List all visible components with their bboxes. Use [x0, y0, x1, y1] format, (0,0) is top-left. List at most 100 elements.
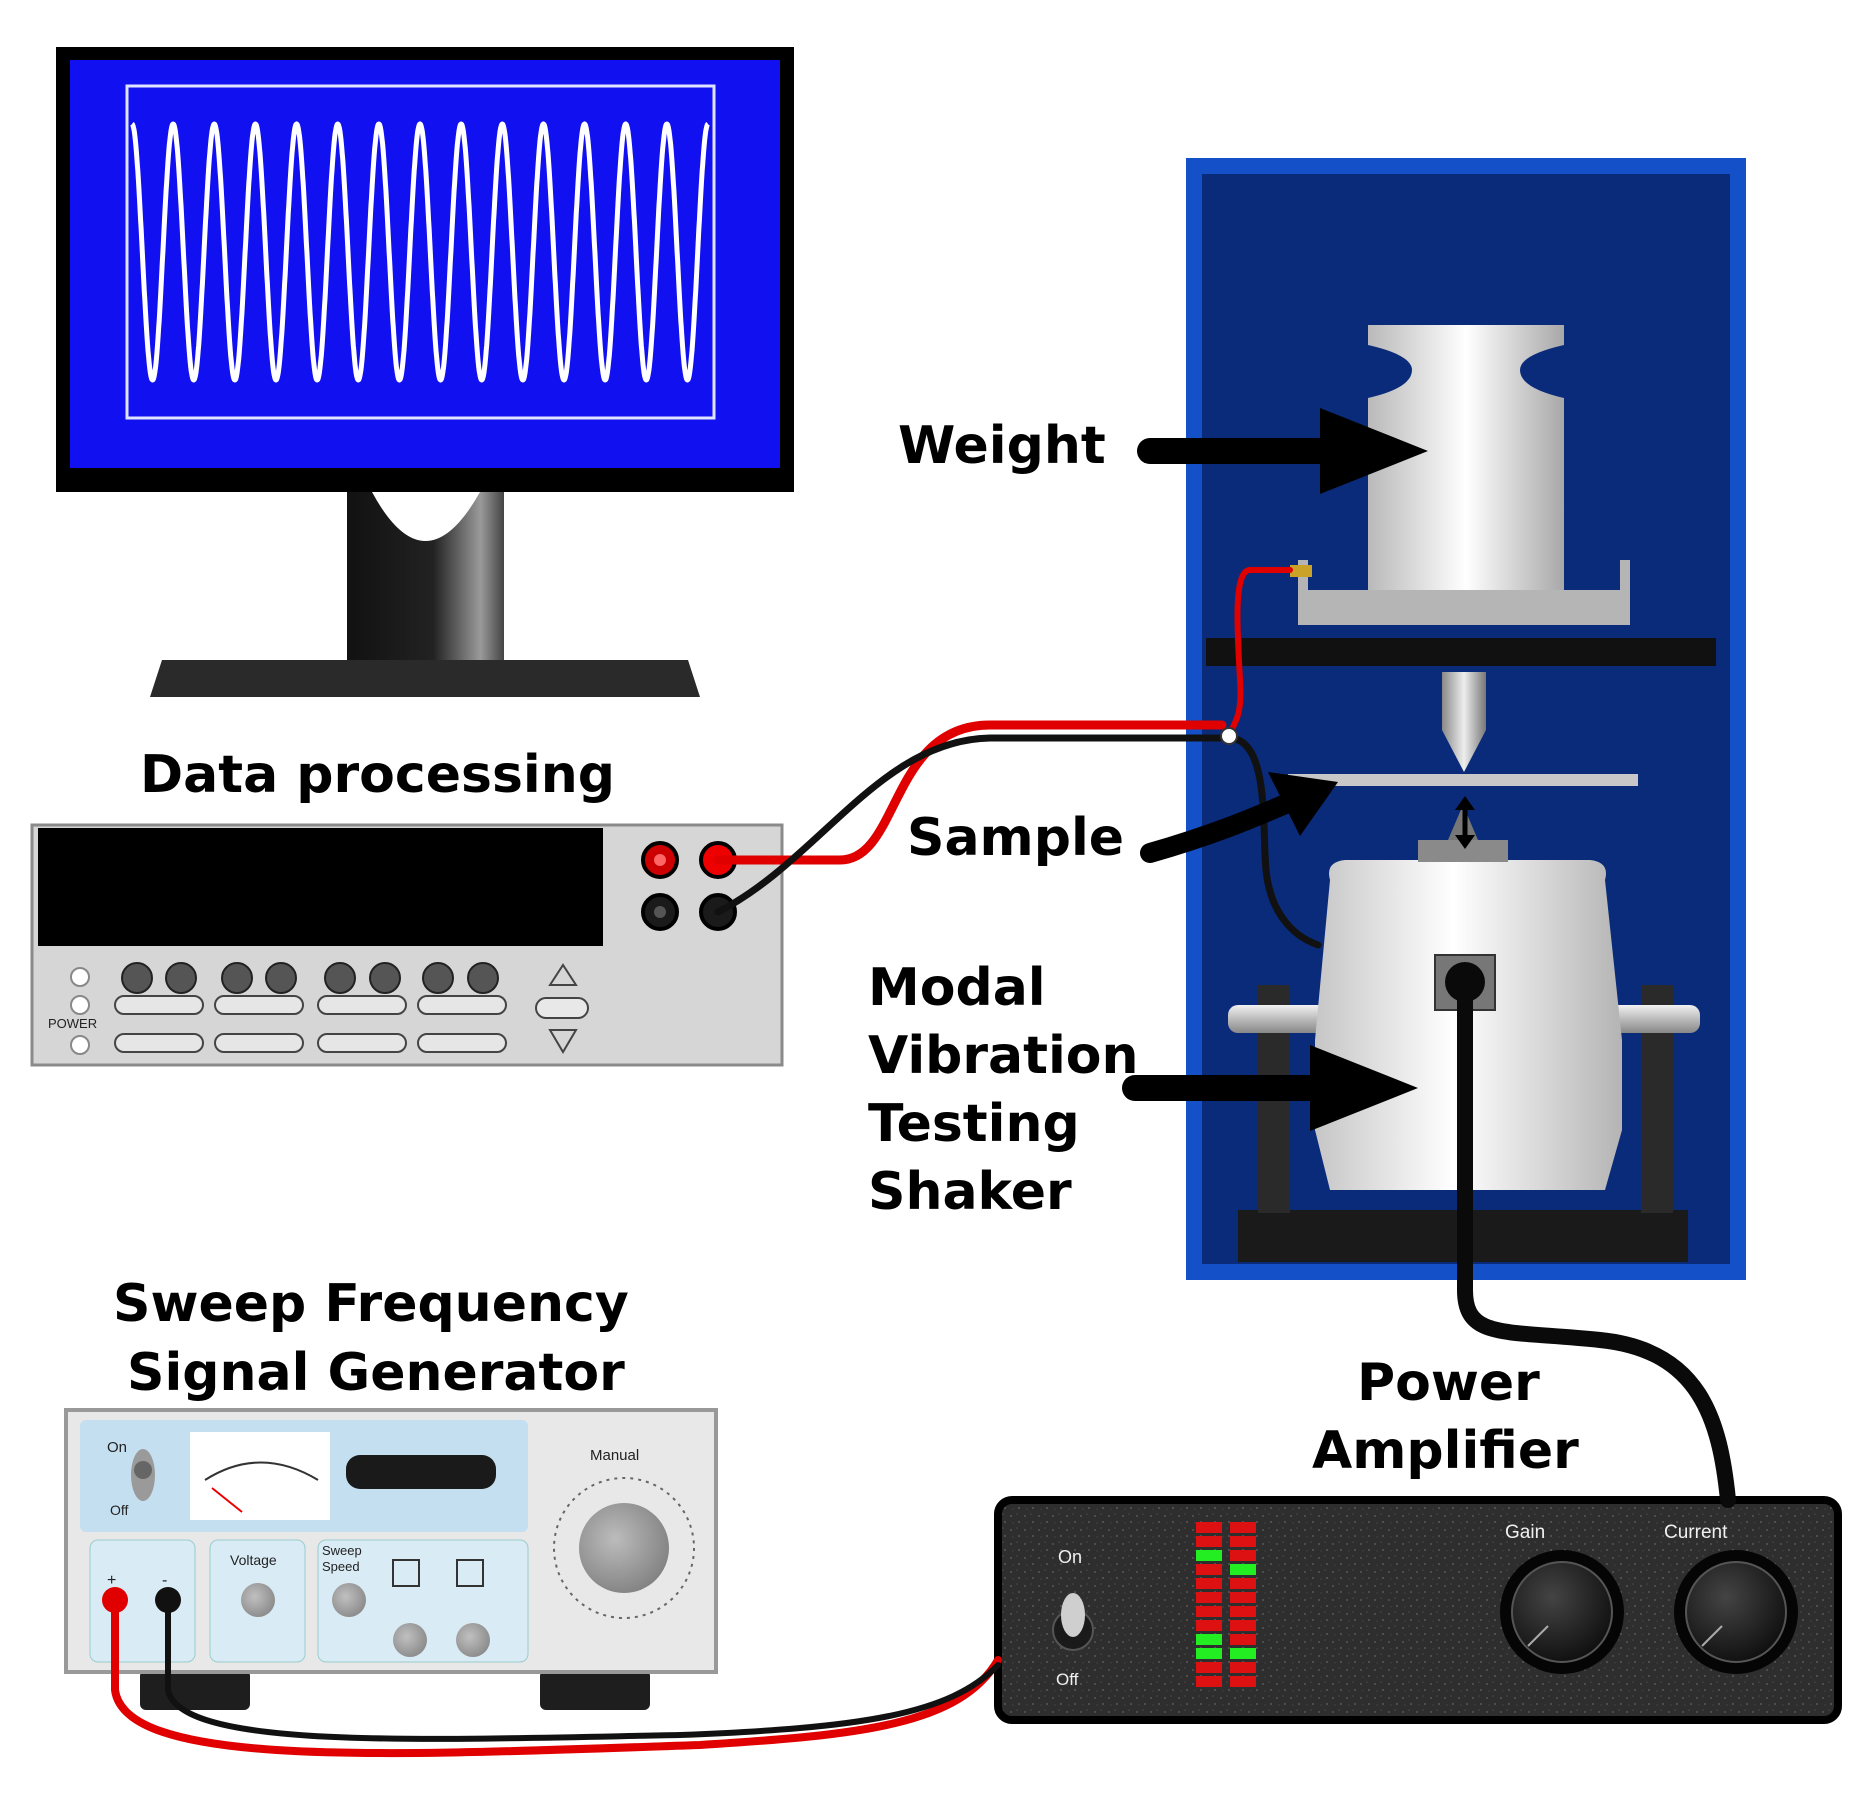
- current-label: Current: [1664, 1522, 1728, 1543]
- led-segment: [1196, 1536, 1222, 1547]
- monitor-base: [150, 660, 700, 697]
- led-segment: [1230, 1648, 1256, 1659]
- weight: [1368, 325, 1564, 590]
- frequency-display: [346, 1455, 496, 1489]
- generator-minus-terminal: [155, 1587, 181, 1613]
- amplifier-on-label: On: [1058, 1547, 1082, 1567]
- led-segment: [1196, 1522, 1222, 1533]
- multimeter-button[interactable]: [165, 962, 197, 994]
- generator-foot-left: [140, 1670, 250, 1710]
- generator-foot-right: [540, 1670, 650, 1710]
- amplifier-label-line1: Power: [1357, 1353, 1540, 1413]
- led-segment: [1196, 1620, 1222, 1631]
- sweep-knob-2[interactable]: [393, 1623, 427, 1657]
- manual-dial-ring: [553, 1477, 695, 1619]
- multimeter-button[interactable]: [121, 962, 153, 994]
- shaker-label-line3: Testing: [868, 1094, 1080, 1154]
- generator-red-lead: [111, 1599, 1002, 1758]
- led-segment: [1230, 1522, 1256, 1533]
- accelerometer: [1290, 565, 1312, 577]
- amplifier-off-label: Off: [1056, 1670, 1079, 1689]
- multimeter-button[interactable]: [221, 962, 253, 994]
- multimeter-button[interactable]: [265, 962, 297, 994]
- black-signal-cable: [714, 734, 1322, 949]
- led-segment: [1196, 1592, 1222, 1603]
- generator-off-label: Off: [110, 1502, 129, 1518]
- red-signal-cable: [713, 720, 1227, 865]
- multimeter-button[interactable]: [422, 962, 454, 994]
- multimeter-key[interactable]: [214, 995, 304, 1015]
- led-segment: [1230, 1662, 1256, 1673]
- led-segment: [1196, 1634, 1222, 1645]
- clamp-bar: [1206, 638, 1716, 666]
- multimeter-key[interactable]: [317, 1033, 407, 1053]
- generator-power-switch[interactable]: On Off: [107, 1439, 155, 1518]
- multimeter-button[interactable]: [467, 962, 499, 994]
- power-amplifier: On Off Gain Current: [994, 1496, 1842, 1724]
- shaker-plug: [1445, 962, 1485, 1002]
- accelerometer-cable: [1225, 567, 1293, 741]
- generator-plus-terminal: [102, 1587, 128, 1613]
- monitor: [56, 47, 794, 697]
- cable-junction: [1220, 727, 1238, 745]
- sweep-knob-3[interactable]: [456, 1623, 490, 1657]
- led-segment: [1230, 1550, 1256, 1561]
- labels: Weight Data processing Sample Modal Vibr…: [113, 416, 1579, 1481]
- data-processing-label: Data processing: [140, 745, 615, 805]
- led-segment: [1230, 1606, 1256, 1617]
- multimeter-button[interactable]: [369, 962, 401, 994]
- amplifier-power-switch[interactable]: On Off: [1052, 1547, 1094, 1689]
- manual-frequency-knob[interactable]: [579, 1503, 669, 1593]
- plot-frame: [125, 84, 716, 420]
- manual-label: Manual: [590, 1447, 639, 1464]
- sweep-speed-knob[interactable]: [332, 1583, 366, 1617]
- multimeter-key[interactable]: [114, 1033, 204, 1053]
- current-knob[interactable]: [1674, 1550, 1798, 1674]
- weight-arrow: [1137, 408, 1428, 494]
- led-segment: [1230, 1676, 1256, 1687]
- gain-label: Gain: [1505, 1522, 1545, 1543]
- multimeter-arrow-keys: [535, 963, 589, 1054]
- sweep-button-2[interactable]: [456, 1559, 484, 1587]
- weight-tray: [1298, 560, 1630, 625]
- led-segment: [1230, 1592, 1256, 1603]
- generator-label-line1: Sweep Frequency: [113, 1274, 629, 1334]
- shaker-power-cable: [1457, 974, 1736, 1508]
- led-level-meter: [1196, 1522, 1256, 1687]
- multimeter-key[interactable]: [417, 1033, 507, 1053]
- cables: [102, 567, 1736, 1758]
- plus-label: +: [107, 1572, 116, 1589]
- amplifier-label-line2: Amplifier: [1312, 1421, 1579, 1481]
- sample-beam: [1288, 774, 1638, 786]
- multimeter-display: [38, 828, 603, 946]
- multimeter-key[interactable]: [114, 995, 204, 1015]
- led-segment: [1196, 1662, 1222, 1673]
- led-segment: [1196, 1564, 1222, 1575]
- weight-label: Weight: [898, 416, 1106, 476]
- voltage-label: Voltage: [230, 1552, 277, 1568]
- multimeter-button[interactable]: [324, 962, 356, 994]
- multimeter-key[interactable]: [417, 995, 507, 1015]
- generator-on-label: On: [107, 1439, 127, 1456]
- voltage-knob[interactable]: [241, 1583, 275, 1617]
- shaker-label-line1: Modal: [868, 958, 1046, 1018]
- sample-label: Sample: [907, 808, 1124, 868]
- multimeter-key[interactable]: [317, 995, 407, 1015]
- speed-label: Speed: [322, 1559, 360, 1574]
- monitor-screen: [70, 60, 780, 468]
- power-label: POWER: [48, 1016, 97, 1031]
- pointer-arrows: [1122, 408, 1428, 1131]
- led-segment: [1230, 1578, 1256, 1589]
- led-segment: [1196, 1676, 1222, 1687]
- gain-knob[interactable]: [1500, 1550, 1624, 1674]
- shaker-armature: [1418, 840, 1508, 862]
- led-segment: [1196, 1606, 1222, 1617]
- generator-black-lead: [165, 1600, 1001, 1742]
- led-segment: [1230, 1634, 1256, 1645]
- monitor-neck-cutout: [372, 492, 480, 541]
- sweep-button-1[interactable]: [392, 1559, 420, 1587]
- waveform-trace: [129, 121, 711, 383]
- multimeter-key[interactable]: [214, 1033, 304, 1053]
- probe-tip: [1442, 672, 1486, 772]
